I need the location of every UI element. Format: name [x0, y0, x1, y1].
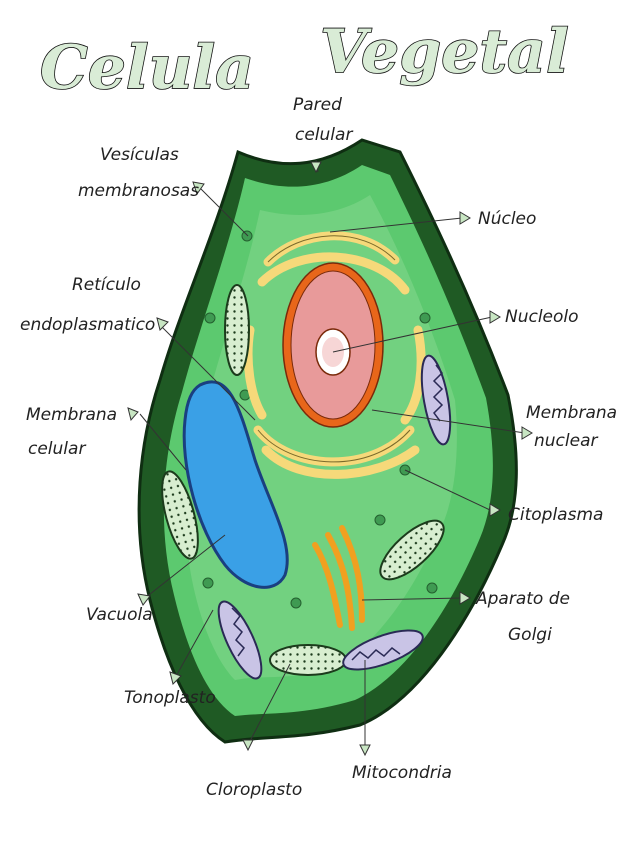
arrow-reticulo [156, 317, 169, 331]
arrow-vesiculas [192, 181, 205, 196]
title: Celula Vegetal [39, 16, 569, 104]
chloroplasts [161, 284, 445, 676]
title-word-2: Vegetal [320, 17, 569, 87]
label-membrana-celular-2: celular [28, 439, 86, 459]
label-tonoplasto: Tonoplasto [124, 688, 216, 708]
arrow-heads [127, 161, 533, 757]
label-reticulo-2: endoplasmatico [20, 315, 155, 335]
arrow-nucleolo [489, 310, 501, 324]
golgi-apparatus [312, 525, 365, 631]
label-pared-celular-2: celular [295, 125, 353, 145]
arrow-citoplasma [489, 503, 501, 517]
label-vesiculas-2: membranosas [78, 181, 199, 201]
label-aparato-golgi-1: Aparato de [475, 589, 570, 609]
title-word-1: Celula [40, 33, 254, 103]
arrow-tonoplasto [169, 671, 182, 685]
arrow-membrana-celular [127, 407, 139, 422]
arrow-membrana-nuclear [521, 426, 533, 440]
arrow-mitocondria [359, 744, 371, 757]
arrow-cloroplasto [242, 739, 254, 752]
label-nucleo: Núcleo [478, 209, 536, 229]
labels: Pared celular Vesículas membranosas Núcl… [20, 95, 617, 800]
label-membrana-celular-1: Membrana [26, 405, 117, 425]
leader-lines [139, 159, 526, 748]
label-vesiculas-1: Vesículas [100, 145, 179, 165]
label-citoplasma: Citoplasma [508, 505, 603, 525]
label-vacuola: Vacuola [86, 605, 153, 625]
mitochondria [217, 354, 452, 680]
label-membrana-nuclear-1: Membrana [526, 403, 617, 423]
arrow-golgi [459, 591, 471, 605]
mitochondria-cristae [231, 364, 444, 661]
label-cloroplasto: Cloroplasto [206, 780, 302, 800]
arrow-pared [310, 161, 322, 174]
vesicles [202, 230, 438, 661]
label-reticulo-1: Retículo [72, 275, 141, 295]
label-membrana-nuclear-2: nuclear [534, 431, 598, 451]
label-aparato-golgi-2: Golgi [508, 625, 552, 645]
label-pared-celular-1: Pared [293, 95, 342, 115]
arrow-vacuola [137, 593, 151, 606]
arrow-nucleo [459, 211, 471, 225]
label-nucleolo: Nucleolo [505, 307, 579, 327]
vacuole [182, 380, 289, 589]
endoplasmic-reticulum-outline [257, 235, 411, 463]
label-mitocondria: Mitocondria [352, 763, 452, 783]
